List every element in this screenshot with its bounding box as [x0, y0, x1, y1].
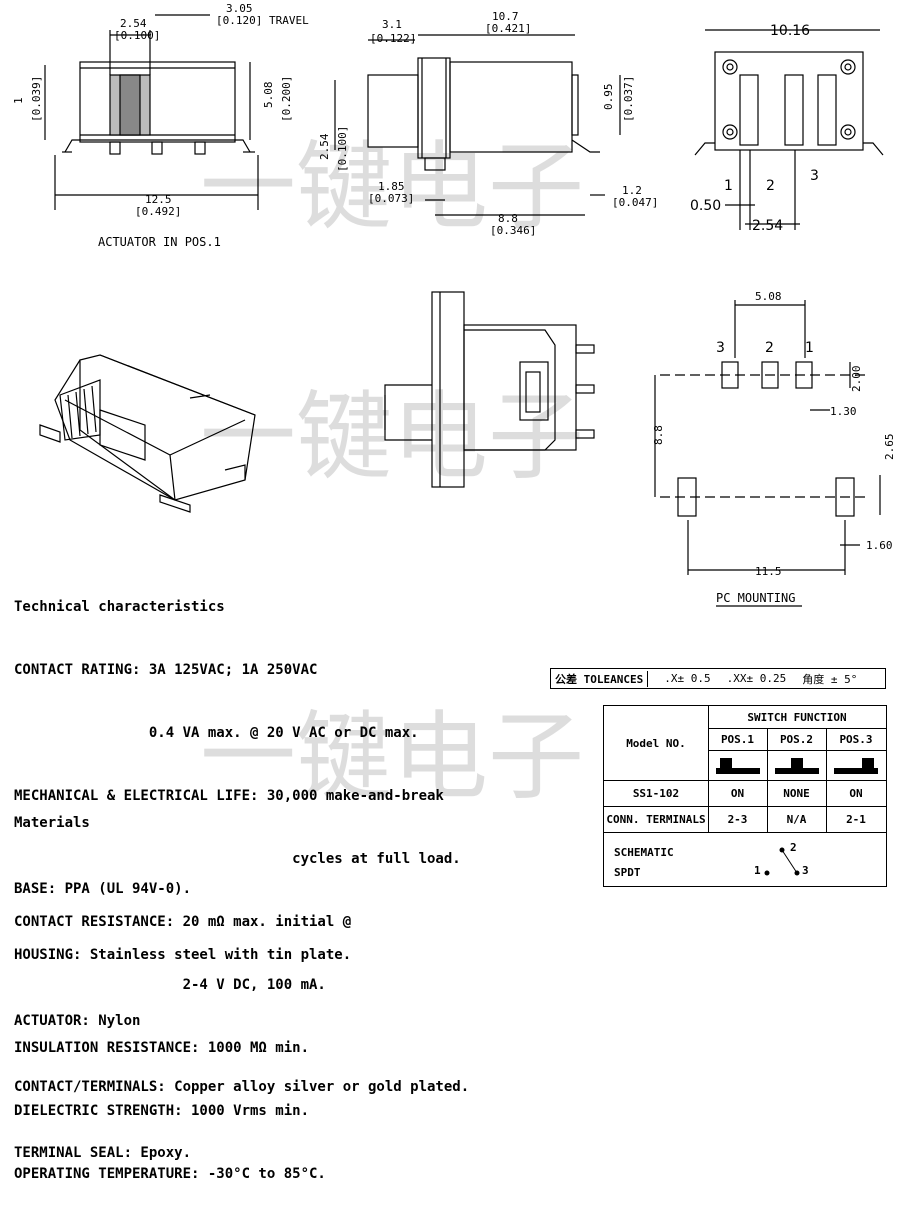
dim-1: 1	[12, 97, 25, 104]
schematic-pin-1: 1	[754, 864, 761, 877]
top-right-view	[694, 29, 884, 230]
top-left-view	[44, 14, 259, 210]
materials-block: Materials BASE: PPA (UL 94V-0). HOUSING:…	[14, 768, 469, 1186]
dim-0.100-mid: [0.100]	[336, 126, 349, 172]
pos-2-icon-base	[775, 768, 819, 774]
pos-3-icon-knob	[862, 758, 874, 768]
materials-line: TERMINAL SEAL: Epoxy.	[14, 1145, 192, 1161]
dim-2.54: 2.54	[120, 17, 147, 30]
dim-0.421: [0.421]	[485, 22, 531, 35]
schematic-pin-2: 2	[790, 841, 797, 854]
tolerance-xx: .XX± 0.25	[726, 672, 787, 685]
dim-2.65: 2.65	[883, 434, 896, 461]
materials-line: ACTUATOR: Nylon	[14, 1013, 141, 1029]
tolerance-angle: 角度 ± 5°	[802, 672, 858, 686]
dim-0.200: [0.200]	[280, 76, 293, 122]
dim-10.16: 10.16	[770, 23, 810, 39]
model-label: Model NO.	[626, 736, 686, 750]
pc-mounting-view	[654, 300, 881, 575]
dim-2.54-right: 2.54	[752, 218, 783, 234]
pin-label-3: 3	[810, 168, 819, 184]
tech-line: 0.4 VA max. @ 20 V AC or DC max.	[14, 725, 419, 741]
pin-label-1: 1	[724, 178, 733, 194]
schematic-type: SPDT	[614, 866, 641, 879]
watermark-top: 一键电子	[200, 131, 584, 243]
pos-2-icon-knob	[791, 758, 803, 768]
dim-0.120-travel: [0.120] TRAVEL	[216, 14, 309, 27]
pos-2-header: POS.2	[779, 732, 814, 746]
cell-pos2: NONE	[783, 786, 810, 800]
tech-line: cycles at full load.	[14, 851, 461, 867]
dim-5.08: 5.08	[262, 82, 275, 109]
side-view	[384, 291, 595, 488]
tolerances-label: 公差 TOLEANCES	[551, 670, 649, 687]
dim-2.00: 2.00	[850, 366, 863, 393]
dim-11.5: 11.5	[755, 565, 782, 578]
schematic-pin-3: 3	[802, 864, 809, 877]
dim-2.54-mid: 2.54	[318, 133, 331, 160]
dim-3.05: 3.05	[226, 2, 253, 15]
dim-0.122: [0.122]	[370, 32, 416, 45]
dim-0.346: [0.346]	[490, 224, 536, 237]
dim-0.073: [0.073]	[368, 192, 414, 205]
dim-3.1: 3.1	[382, 18, 402, 31]
pos-1-header: POS.1	[720, 732, 755, 746]
dim-0.492: [0.492]	[135, 205, 181, 218]
tech-line: MECHANICAL & ELECTRICAL LIFE: 30,000 mak…	[14, 788, 444, 804]
pos-3-icon-base	[834, 768, 878, 774]
dim-1.2: 1.2	[622, 184, 642, 197]
materials-line: BASE: PPA (UL 94V-0).	[14, 881, 192, 897]
actuator-caption: ACTUATOR IN POS.1	[98, 235, 221, 249]
row-label-terminals: CONN. TERMINALS	[606, 812, 706, 826]
cell-pos3: ON	[849, 786, 863, 800]
dim-1.30: 1.30	[830, 405, 857, 418]
dim-0.039: [0.039]	[30, 76, 43, 122]
pc-mounting-caption: PC MOUNTING	[716, 591, 795, 605]
dim-8.8-pc: 8.8	[652, 425, 665, 445]
tolerances-bar: 公差 TOLEANCES .X± 0.5 .XX± 0.25 角度 ± 5°	[550, 668, 886, 689]
materials-heading: Materials	[14, 815, 90, 831]
dim-8.8: 8.8	[498, 212, 518, 225]
row-label-model: SS1-102	[632, 786, 680, 800]
top-middle-view	[334, 34, 621, 216]
pc-pin-3: 3	[716, 340, 725, 356]
cell-pos1: ON	[730, 786, 745, 800]
switch-function-title: SWITCH FUNCTION	[747, 710, 847, 724]
dim-0.037: [0.037]	[622, 76, 635, 122]
materials-line: CONTACT/TERMINALS: Copper alloy silver o…	[14, 1079, 470, 1095]
dim-5.08-pc: 5.08	[755, 290, 782, 303]
isometric-view	[39, 354, 256, 513]
pin-label-2: 2	[766, 178, 775, 194]
dim-0.047: [0.047]	[612, 196, 658, 209]
schematic-label: SCHEMATIC	[614, 846, 674, 859]
dim-1.60: 1.60	[866, 539, 893, 552]
pc-pin-2: 2	[765, 340, 774, 356]
cell-term2: N/A	[786, 812, 807, 826]
dim-1.85: 1.85	[378, 180, 405, 193]
actuator-position-icons	[716, 758, 878, 774]
pos-3-header: POS.3	[839, 732, 873, 746]
spdt-schematic	[764, 847, 800, 876]
tech-line: CONTACT RATING: 3A 125VAC; 1A 250VAC	[14, 662, 318, 678]
materials-line: HOUSING: Stainless steel with tin plate.	[14, 947, 352, 963]
pc-pin-1: 1	[805, 340, 814, 356]
dim-12.5: 12.5	[145, 193, 172, 206]
tech-heading: Technical characteristics	[14, 599, 225, 615]
tolerance-x: .X± 0.5	[664, 672, 711, 685]
watermark-bottom: 一键电子	[200, 701, 584, 813]
switch-function-table: Model NO. SWITCH FUNCTION POS.1 POS.2 PO…	[603, 705, 887, 887]
cell-term3: 2-1	[846, 812, 866, 826]
pos-1-icon-base	[716, 768, 760, 774]
dim-0.50: 0.50	[690, 198, 721, 214]
dim-10.7: 10.7	[492, 10, 519, 23]
cell-term1: 2-3	[727, 812, 748, 826]
mechanical-drawing: 一键电子 一键电子 一键电子 2.54 [0.100] 3.05 [0.120]…	[12, 2, 896, 813]
pos-1-icon-knob	[720, 758, 732, 768]
dim-0.100: [0.100]	[114, 29, 160, 42]
dim-0.95: 0.95	[602, 84, 615, 111]
